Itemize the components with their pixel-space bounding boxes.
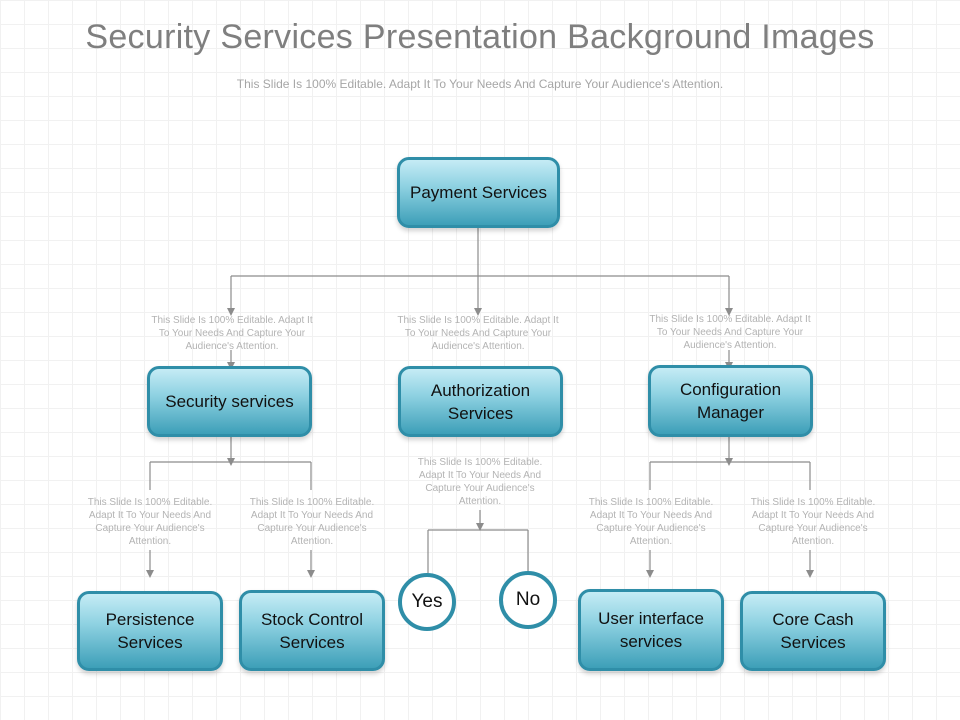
note-persistence: This Slide Is 100% Editable. Adapt It To… (87, 497, 213, 547)
node-user-interface-services[interactable]: User interface services (578, 589, 724, 671)
node-authorization-services[interactable]: Authorization Services (398, 366, 563, 437)
note-security: This Slide Is 100% Editable. Adapt It To… (151, 315, 313, 352)
node-security-services[interactable]: Security services (147, 366, 312, 437)
node-payment-services[interactable]: Payment Services (397, 157, 560, 228)
node-configuration-manager[interactable]: Configuration Manager (648, 365, 813, 437)
slide-title: Security Services Presentation Backgroun… (85, 18, 875, 56)
decision-yes[interactable]: Yes (398, 573, 456, 631)
note-configuration: This Slide Is 100% Editable. Adapt It To… (649, 314, 811, 351)
note-stock-control: This Slide Is 100% Editable. Adapt It To… (249, 497, 375, 547)
decision-no[interactable]: No (499, 571, 557, 629)
note-authorization: This Slide Is 100% Editable. Adapt It To… (397, 315, 559, 352)
node-core-cash-services[interactable]: Core Cash Services (740, 591, 886, 671)
note-core-cash: This Slide Is 100% Editable. Adapt It To… (750, 497, 876, 547)
note-decision: This Slide Is 100% Editable. Adapt It To… (417, 457, 543, 507)
slide-subtitle: This Slide Is 100% Editable. Adapt It To… (236, 77, 724, 91)
node-persistence-services[interactable]: Persistence Services (77, 591, 223, 671)
node-stock-control-services[interactable]: Stock Control Services (239, 590, 385, 671)
note-user-interface: This Slide Is 100% Editable. Adapt It To… (588, 497, 714, 547)
